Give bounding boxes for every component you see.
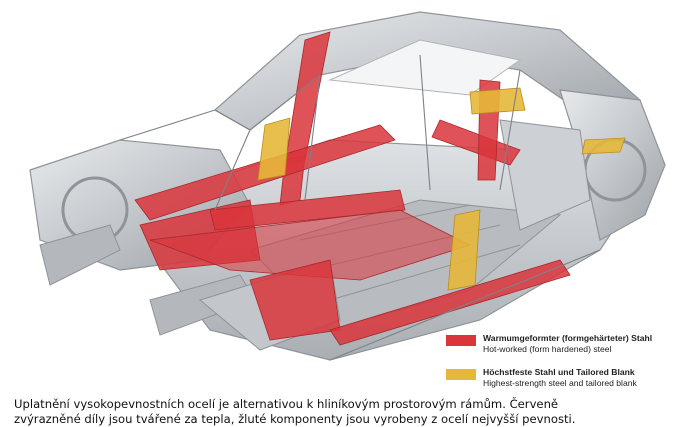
frame-lines xyxy=(119,54,601,361)
legend: Warmumgeformter (formgehärteter) Stahl H… xyxy=(446,333,686,405)
high-strength-parts xyxy=(257,87,626,291)
legend-subtitle-hot-worked: Hot-worked (form hardened) steel xyxy=(483,344,612,354)
caption: Uplatnění vysokopevnostních ocelí je alt… xyxy=(14,397,684,427)
car-body-illustration xyxy=(29,11,666,361)
legend-title-hot-worked: Warmumgeformter (formgehärteter) Stahl xyxy=(483,333,653,343)
rear-section xyxy=(499,89,666,241)
caption-line-1: Uplatnění vysokopevnostních ocelí je alt… xyxy=(14,397,559,411)
legend-swatch-yellow xyxy=(446,369,476,380)
legend-item-high-strength: Höchstfeste Stahl und Tailored Blank Hig… xyxy=(446,367,686,405)
legend-subtitle-high-strength: Highest-strength steel and tailored blan… xyxy=(483,378,637,388)
legend-title-high-strength: Höchstfeste Stahl und Tailored Blank xyxy=(483,367,635,377)
legend-swatch-red xyxy=(446,335,476,346)
caption-line-2: zvýrazněné díly jsou tvářené za tepla, ž… xyxy=(14,412,576,426)
legend-item-hot-worked: Warmumgeformter (formgehärteter) Stahl H… xyxy=(446,333,686,371)
